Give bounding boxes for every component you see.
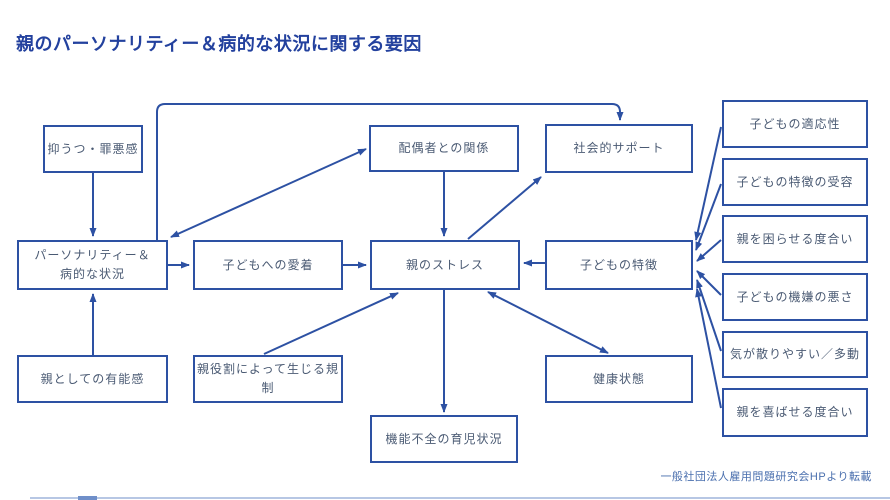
node-label: パーソナリティー＆ 病的な状況 bbox=[34, 248, 151, 281]
node-distractibility: 気が散りやすい／多動 bbox=[722, 331, 868, 378]
node-label: 子どもの機嫌の悪さ bbox=[736, 289, 854, 304]
edge-reinforce-child-traits bbox=[695, 288, 722, 409]
node-label: 親役割によって生じる規制 bbox=[196, 362, 340, 395]
node-stress: 親のストレス bbox=[370, 240, 520, 290]
node-label: 子どもへの愛着 bbox=[222, 257, 314, 272]
slide-bottom-accent bbox=[78, 496, 97, 500]
node-label: 抑うつ・罪悪感 bbox=[47, 141, 139, 156]
node-spouse: 配偶者との関係 bbox=[369, 125, 519, 172]
edge-demandingness-child-traits bbox=[696, 239, 722, 262]
node-personality: パーソナリティー＆ 病的な状況 bbox=[17, 240, 168, 290]
edge-personality-spouse bbox=[170, 148, 367, 238]
node-label: 親を喜ばせる度合い bbox=[736, 405, 854, 420]
node-health: 健康状態 bbox=[545, 355, 693, 403]
edge-stress-health bbox=[487, 291, 609, 354]
node-label: 親としての有能感 bbox=[40, 371, 145, 386]
edge-mood-child-traits bbox=[696, 270, 722, 296]
node-depression: 抑うつ・罪悪感 bbox=[43, 125, 143, 173]
node-social-support: 社会的サポート bbox=[545, 124, 693, 173]
node-label: 健康状態 bbox=[592, 371, 645, 386]
node-label: 気が散りやすい／多動 bbox=[729, 347, 860, 362]
node-competence: 親としての有能感 bbox=[17, 355, 168, 403]
edge-acceptance-child-traits bbox=[695, 183, 722, 251]
node-label: 社会的サポート bbox=[573, 141, 665, 156]
node-dysfunctional: 機能不全の育児状況 bbox=[370, 415, 518, 463]
node-label: 親のストレス bbox=[405, 257, 484, 272]
node-label: 機能不全の育児状況 bbox=[385, 431, 503, 446]
node-demandingness: 親を困らせる度合い bbox=[722, 215, 868, 263]
node-mood: 子どもの機嫌の悪さ bbox=[722, 273, 868, 321]
node-label: 配偶者との関係 bbox=[398, 141, 490, 156]
slide-bottom-line bbox=[30, 497, 890, 499]
node-acceptance: 子どもの特徴の受容 bbox=[722, 158, 868, 206]
node-label: 子どもの特徴の受容 bbox=[736, 174, 854, 189]
node-role-restriction: 親役割によって生じる規制 bbox=[193, 355, 343, 403]
footer-credit: 一般社団法人雇用問題研究会HPより転載 bbox=[660, 471, 872, 483]
node-label: 子どもの特徴 bbox=[579, 257, 658, 272]
page-title: 親のパーソナリティー＆病的な状況に関する要因 bbox=[16, 34, 422, 54]
node-reinforce: 親を喜ばせる度合い bbox=[722, 388, 868, 437]
edge-role-restriction-stress bbox=[263, 292, 399, 355]
node-label: 親を困らせる度合い bbox=[736, 231, 854, 246]
node-child-traits: 子どもの特徴 bbox=[545, 240, 693, 290]
node-adaptability: 子どもの適応性 bbox=[722, 100, 868, 148]
edge-personality-social-support bbox=[156, 103, 624, 240]
edge-stress-social-support bbox=[467, 176, 542, 240]
edge-adaptability-child-traits bbox=[694, 126, 722, 241]
node-label: 子どもの適応性 bbox=[749, 116, 841, 131]
node-attachment: 子どもへの愛着 bbox=[193, 240, 343, 290]
